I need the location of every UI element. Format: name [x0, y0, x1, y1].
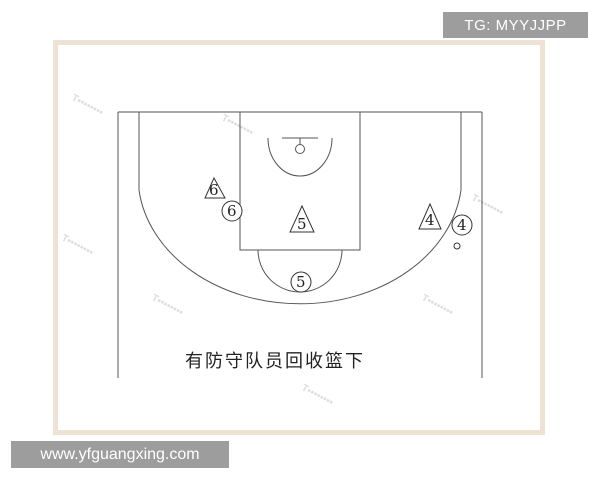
circle-icon	[451, 214, 473, 236]
offense-player-4: 4	[418, 202, 442, 230]
offense-player-6: 6	[204, 176, 226, 199]
triangle-icon	[418, 202, 442, 230]
svg-text:4: 4	[425, 211, 435, 229]
svg-text:5: 5	[296, 273, 306, 291]
free-throw-lane	[239, 111, 361, 251]
svg-text:6: 6	[227, 202, 237, 220]
diagram-caption: 有防守队员回收篮下	[185, 351, 365, 372]
circle-icon	[290, 271, 312, 293]
restricted-area	[267, 137, 333, 177]
defense-player-5: 5	[290, 271, 312, 293]
triangle-icon	[289, 204, 315, 233]
svg-text:5: 5	[297, 215, 307, 233]
circle-icon	[221, 200, 243, 222]
defense-player-6: 6	[221, 200, 243, 222]
url-badge: www.yfguangxing.com	[11, 441, 229, 468]
tag-badge: TG: MYYJJPP	[443, 12, 588, 38]
three-point-arc	[138, 189, 462, 305]
defense-player-4: 4	[451, 214, 473, 250]
hoop	[295, 144, 305, 154]
svg-text:4: 4	[457, 216, 467, 234]
svg-text:6: 6	[209, 181, 219, 199]
offense-player-5: 5	[289, 204, 315, 233]
triangle-icon	[204, 176, 226, 199]
diagram-frame	[53, 40, 545, 435]
ball-icon	[453, 242, 461, 250]
